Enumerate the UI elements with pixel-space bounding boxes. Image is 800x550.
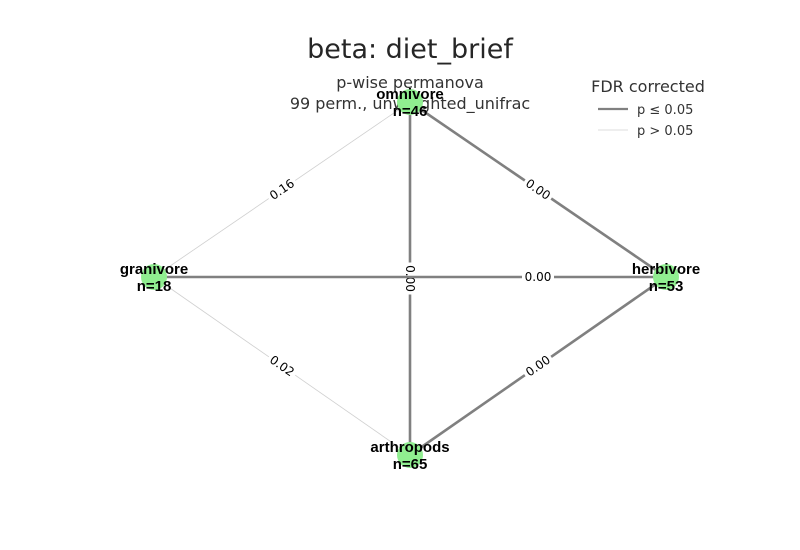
node-name-granivore: granivore <box>120 261 188 278</box>
edge-label-group-granivore-herbivore: 0.00 <box>522 268 554 285</box>
legend-label-nonsignificant: p > 0.05 <box>637 124 693 139</box>
node-herbivore <box>653 264 679 290</box>
edge-label-background <box>522 268 554 285</box>
edge-label-group-omnivore-herbivore: 0.00 <box>520 173 557 206</box>
node-name-omnivore: omnivore <box>376 86 444 103</box>
node-granivore <box>141 264 167 290</box>
node-count-omnivore: n=46 <box>393 103 428 120</box>
edge-layer: 0.16 0.00 0.00 0.00 0.02 0.00 <box>153 100 667 457</box>
edge-label-background <box>520 173 557 206</box>
edge-label-background <box>264 349 301 382</box>
edge-label-group-omnivore-arthropods: 0.00 <box>402 262 419 295</box>
edge-label-background <box>519 349 556 382</box>
node-name-herbivore: herbivore <box>632 261 700 278</box>
figure-subtitle-line1: p-wise permanova <box>336 73 484 92</box>
node-arthropods <box>397 442 423 468</box>
legend: FDR corrected p ≤ 0.05 p > 0.05 <box>591 77 705 139</box>
edge-p-value: 0.00 <box>403 265 417 292</box>
edge-p-value: 0.00 <box>525 270 552 284</box>
legend-label-significant: p ≤ 0.05 <box>637 103 693 118</box>
edge-label-group-omnivore-granivore: 0.16 <box>263 173 300 206</box>
edge-label-group-herbivore-arthropods: 0.00 <box>519 349 556 382</box>
node-name-arthropods: arthropods <box>370 439 449 456</box>
legend-title: FDR corrected <box>591 77 705 96</box>
edge-label-background <box>402 262 419 295</box>
figure-title: beta: diet_brief <box>307 34 514 65</box>
edge-label-background <box>263 173 300 206</box>
node-count-arthropods: n=65 <box>393 456 428 473</box>
node-count-herbivore: n=53 <box>649 278 684 295</box>
node-omnivore <box>397 89 423 115</box>
node-count-granivore: n=18 <box>137 278 172 295</box>
edge-label-group-granivore-arthropods: 0.02 <box>264 349 301 382</box>
